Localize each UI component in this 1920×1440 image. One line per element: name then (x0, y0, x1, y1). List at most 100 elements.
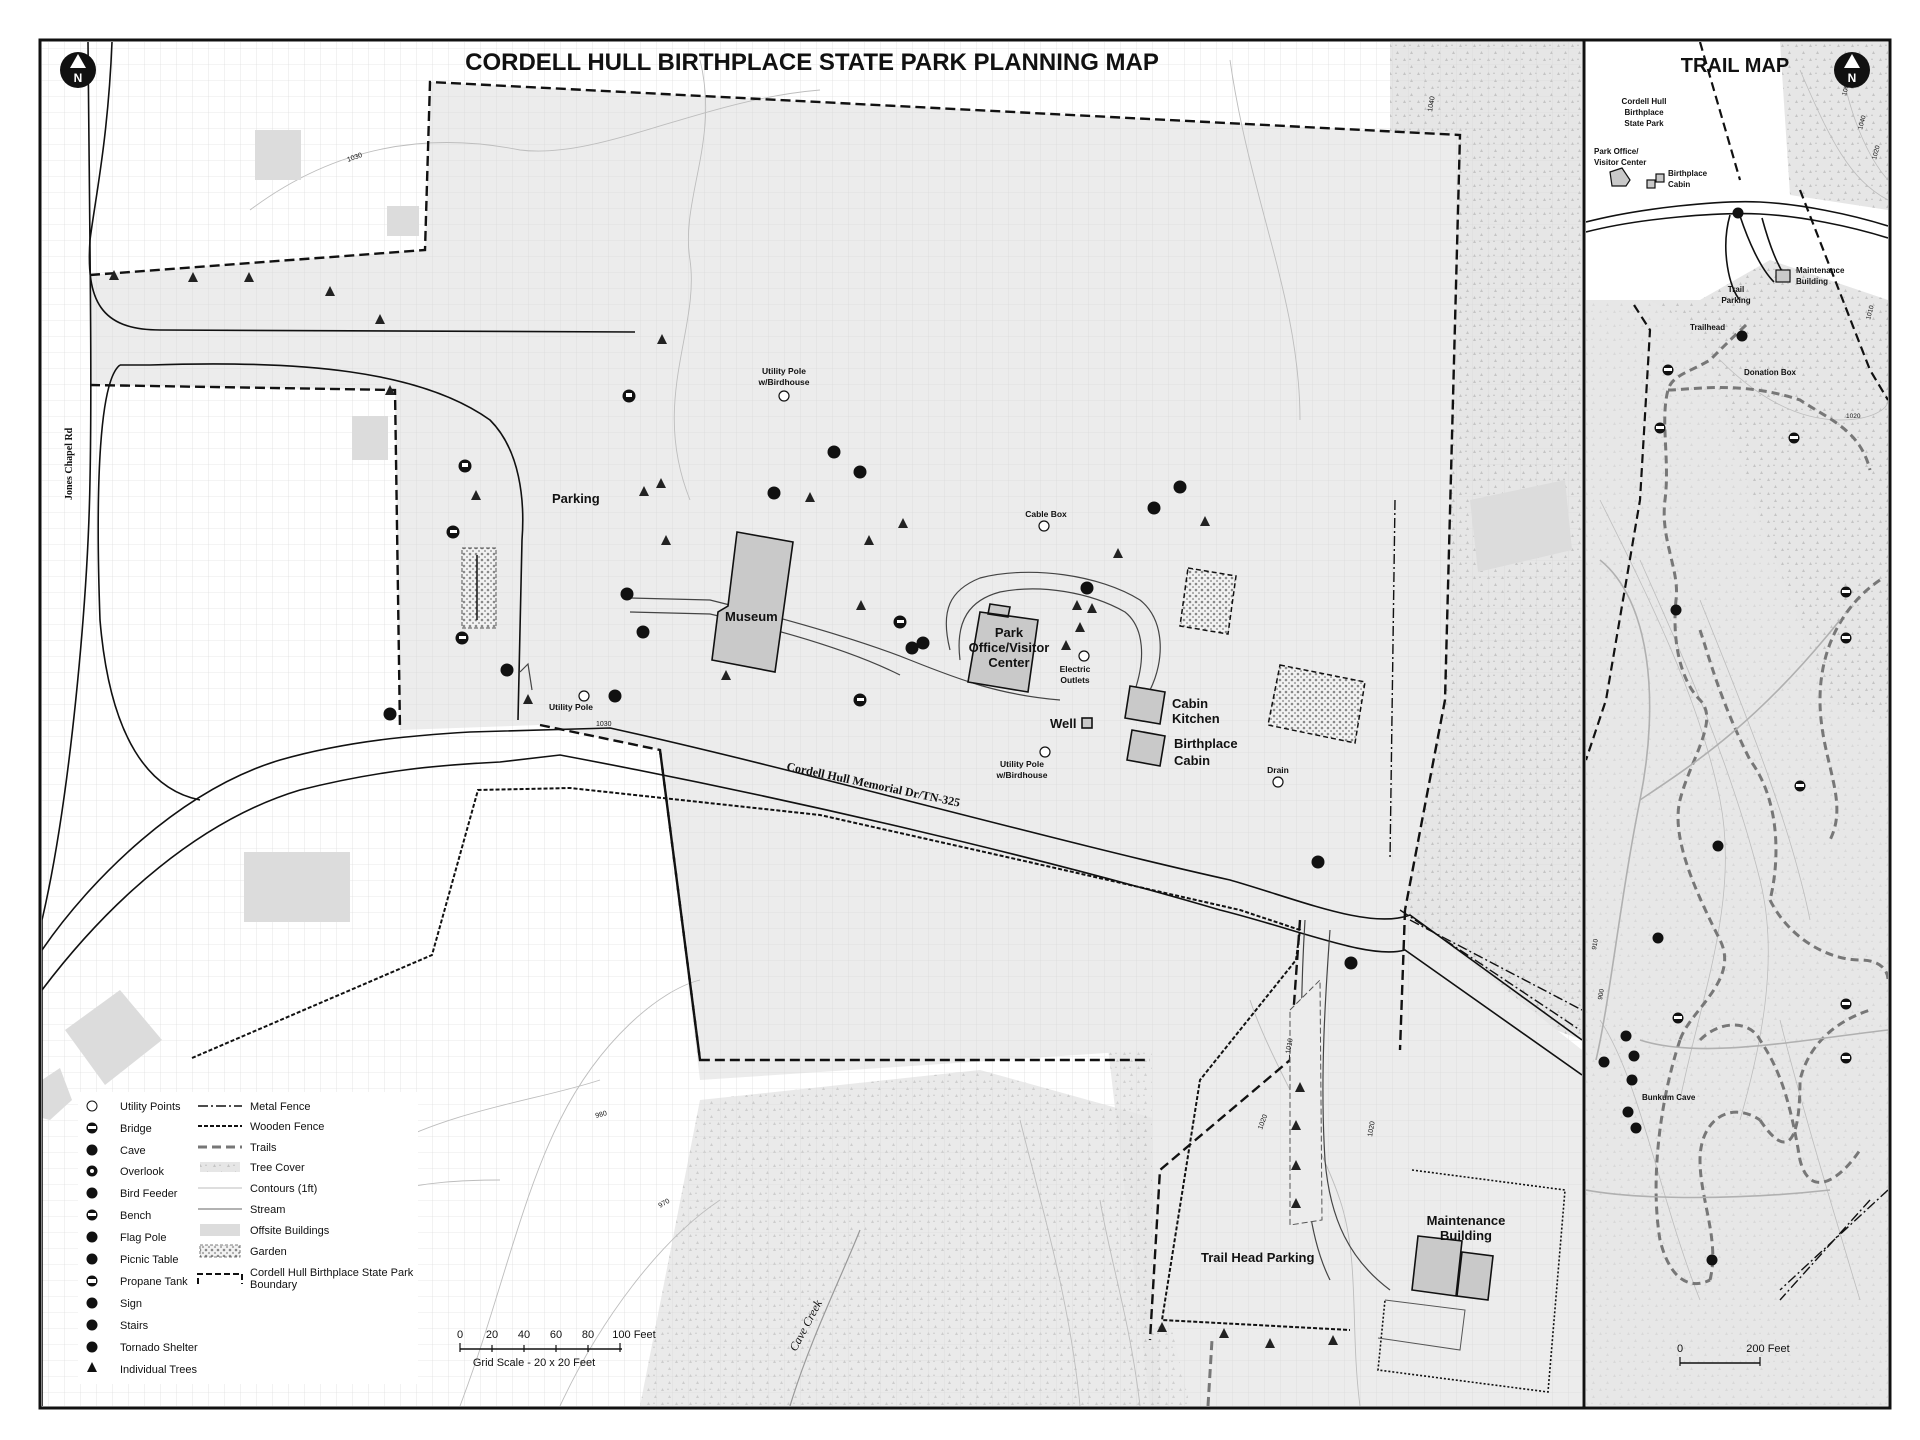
svg-text:Offsite Buildings: Offsite Buildings (250, 1225, 330, 1237)
svg-text:Bunkum Cave: Bunkum Cave (1642, 1093, 1696, 1102)
svg-text:Stream: Stream (250, 1204, 285, 1216)
legend-right-labels: Metal Fence Wooden Fence Trails Tree Cov… (250, 1101, 414, 1291)
svg-text:1060: 1060 (1841, 80, 1852, 96)
label-cabin-kitchen-2: Kitchen (1172, 711, 1220, 726)
label-maintenance-2: Building (1440, 1228, 1492, 1243)
svg-text:Cordell Hull Birthplace State: Cordell Hull Birthplace State Park (250, 1267, 414, 1279)
svg-text:40: 40 (518, 1329, 530, 1341)
office-visitor-center-building (967, 603, 1039, 693)
svg-text:1020: 1020 (1871, 144, 1882, 160)
trail-map-buildings (1609, 167, 1791, 283)
svg-text:1030: 1030 (346, 152, 363, 164)
utility-points (578, 390, 1284, 788)
label-utility-pole-bird-2: w/Birdhouse (757, 377, 809, 387)
map-title: CORDELL HULL BIRTHPLACE STATE PARK PLANN… (465, 49, 1159, 76)
svg-text:0: 0 (457, 1329, 463, 1341)
svg-text:Trails: Trails (250, 1142, 277, 1154)
svg-text:Picnic Table: Picnic Table (120, 1254, 179, 1266)
svg-text:Metal Fence: Metal Fence (250, 1101, 311, 1113)
scale-bar: 0 20 40 60 80 100 Feet Grid Scale - 20 x… (457, 1329, 656, 1369)
individual-trees (109, 270, 1338, 1348)
parking-garden (461, 547, 497, 629)
jones-chapel-road (42, 42, 636, 1406)
svg-text:Propane Tank: Propane Tank (120, 1276, 188, 1288)
svg-text:1020: 1020 (1846, 413, 1861, 420)
label-parking: Parking (552, 491, 600, 506)
svg-text:Parking: Parking (1721, 296, 1750, 305)
svg-text:Boundary: Boundary (250, 1279, 298, 1291)
label-maintenance-1: Maintenance (1427, 1213, 1506, 1228)
label-utility-pole: Utility Pole (549, 702, 593, 712)
svg-text:Donation Box: Donation Box (1744, 368, 1797, 377)
label-museum: Museum (725, 609, 778, 624)
trail-contour-labels: 1060 1040 1020 1010 1020 910 900 (1591, 80, 1882, 1000)
label-well: Well (1050, 716, 1077, 731)
svg-text:1020: 1020 (1367, 1121, 1377, 1138)
svg-text:Birthplace: Birthplace (1624, 108, 1664, 117)
maintenance-building (1411, 1235, 1494, 1301)
legend-right-swatches (197, 1105, 243, 1284)
svg-text:970: 970 (658, 1198, 672, 1210)
svg-text:Individual Trees: Individual Trees (120, 1364, 198, 1376)
svg-text:Park Office/: Park Office/ (1594, 147, 1639, 156)
offsite-buildings (42, 130, 1572, 1120)
svg-text:Bench: Bench (120, 1210, 151, 1222)
svg-text:900: 900 (1597, 988, 1606, 1000)
trail-lines (1654, 323, 1888, 1286)
svg-text:1040: 1040 (1857, 114, 1868, 130)
scale-caption: Grid Scale - 20 x 20 Feet (473, 1357, 595, 1369)
svg-text:Maintenance: Maintenance (1796, 266, 1845, 275)
north-arrow-icon: N (60, 52, 96, 88)
map-legend: Utility Points Bridge Cave Overlook Bird… (78, 1092, 418, 1384)
label-trail-head-parking: Trail Head Parking (1201, 1250, 1314, 1265)
garden-east (1179, 567, 1237, 635)
svg-text:Cordell Hull: Cordell Hull (1622, 97, 1667, 106)
svg-text:0: 0 (1677, 1343, 1683, 1355)
svg-text:Visitor Center: Visitor Center (1594, 158, 1646, 167)
legend-left-labels: Utility Points Bridge Cave Overlook Bird… (120, 1101, 198, 1376)
cordell-hull-memorial-drive (42, 727, 1582, 1076)
label-office-line1: Park (995, 625, 1024, 640)
svg-text:N: N (1848, 71, 1857, 85)
label-cable-box: Cable Box (1025, 509, 1067, 519)
label-utility-pole-bird-b1: Utility Pole (1000, 759, 1044, 769)
trail-map-title: TRAIL MAP (1681, 55, 1790, 77)
svg-text:Bird Feeder: Bird Feeder (120, 1188, 178, 1200)
svg-text:200 Feet: 200 Feet (1746, 1343, 1789, 1355)
svg-text:60: 60 (550, 1329, 562, 1341)
museum-building (711, 531, 794, 673)
svg-text:Flag Pole: Flag Pole (120, 1232, 166, 1244)
svg-text:Garden: Garden (250, 1246, 287, 1258)
trail-north-arrow-icon: N (1834, 52, 1870, 88)
svg-text:Wooden Fence: Wooden Fence (250, 1121, 324, 1133)
garden-southeast (1267, 664, 1366, 744)
svg-text:Tornado Shelter: Tornado Shelter (120, 1342, 198, 1354)
map-frame (38, 38, 1892, 1410)
svg-text:Bridge: Bridge (120, 1123, 152, 1135)
label-cabin-kitchen-1: Cabin (1172, 696, 1208, 711)
svg-text:20: 20 (486, 1329, 498, 1341)
tree-island (1289, 978, 1323, 1226)
svg-text:Trailhead: Trailhead (1690, 323, 1725, 332)
label-utility-pole-bird-b2: w/Birdhouse (995, 770, 1047, 780)
svg-text:Sign: Sign (120, 1298, 142, 1310)
label-birthplace-cabin-1: Birthplace (1174, 736, 1238, 751)
svg-text:Birthplace: Birthplace (1668, 169, 1708, 178)
trail-segment (1206, 1339, 1214, 1406)
svg-text:910: 910 (1591, 938, 1600, 950)
svg-text:1010: 1010 (1285, 1038, 1295, 1055)
amenity-markers (383, 389, 1358, 970)
main-map: CORDELL HULL BIRTHPLACE STATE PARK PLANN… (42, 42, 1582, 1406)
cave-creek (789, 1229, 861, 1406)
svg-text:Cabin: Cabin (1668, 180, 1690, 189)
svg-text:Tree Cover: Tree Cover (250, 1162, 305, 1174)
metal-fences (1389, 499, 1582, 1031)
label-drain: Drain (1267, 765, 1289, 775)
svg-text:Utility Points: Utility Points (120, 1101, 181, 1113)
label-utility-pole-bird-1: Utility Pole (762, 366, 806, 376)
svg-text:80: 80 (582, 1329, 594, 1341)
label-office-line2: Office/Visitor (969, 640, 1050, 655)
wooden-fence-south (191, 786, 1351, 1331)
label-road-jones: Jones Chapel Rd (64, 427, 75, 500)
label-birthplace-cabin-2: Cabin (1174, 753, 1210, 768)
